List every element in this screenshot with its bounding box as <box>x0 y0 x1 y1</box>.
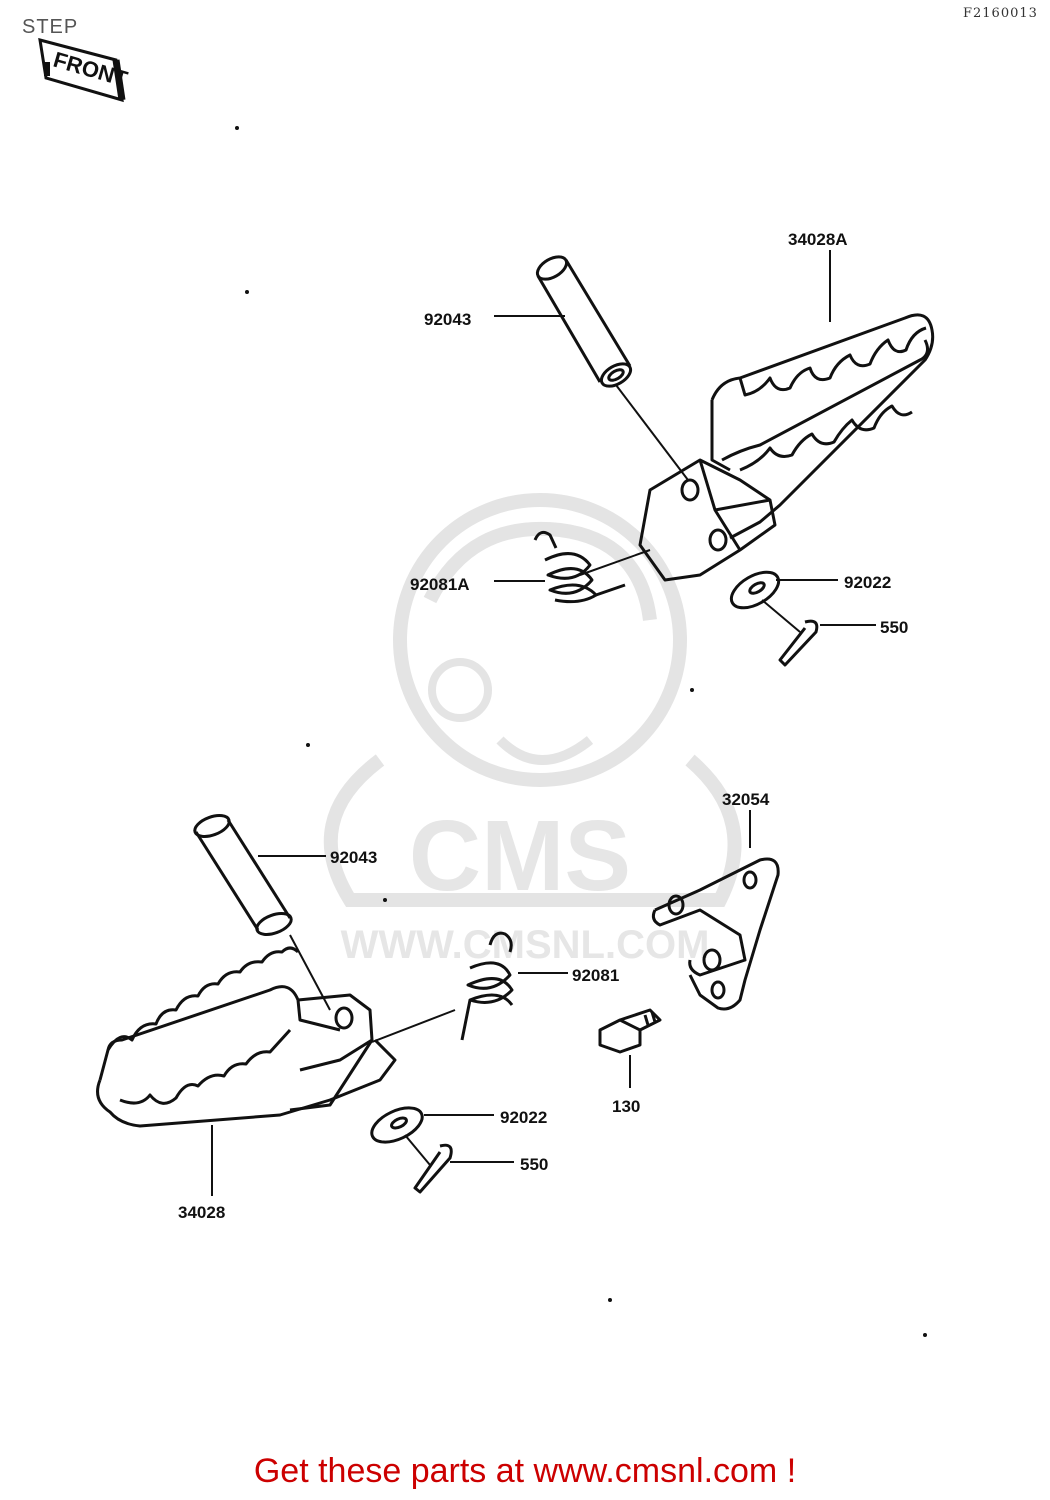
page-title: STEP <box>22 16 79 38</box>
callout-92081: 92081 <box>572 966 619 985</box>
callout-550-lower: 550 <box>520 1155 548 1174</box>
callout-92081a: 92081A <box>410 575 470 594</box>
watermark-brand: CMS <box>409 800 631 912</box>
diagram-code: F2160013 <box>963 6 1038 21</box>
lower-footpeg-assembly <box>96 814 780 1194</box>
scan-specks <box>235 126 927 1337</box>
mounting-bracket <box>651 857 780 1011</box>
cotter-pin-upper <box>778 619 819 667</box>
callout-92022-lower: 92022 <box>500 1108 547 1127</box>
footpeg-upper <box>638 313 935 582</box>
callout-92043-upper: 92043 <box>424 310 471 329</box>
bolt <box>598 1008 662 1054</box>
cms-watermark <box>323 493 742 907</box>
return-spring-lower <box>460 931 514 1041</box>
cotter-pin-lower <box>413 1143 453 1194</box>
promo-link[interactable]: Get these parts at www.cmsnl.com ! <box>253 1452 797 1490</box>
watermark-url: WWW.CMSNL.COM <box>341 923 710 967</box>
callout-34028a: 34028A <box>788 230 848 249</box>
return-spring-upper <box>533 530 626 604</box>
pivot-pin-lower <box>193 814 293 936</box>
callout-labels: 34028A 92043 92081A 92022 550 32054 9204… <box>178 230 908 1222</box>
callout-550-upper: 550 <box>880 618 908 637</box>
callout-leaders <box>211 250 876 1196</box>
callout-32054: 32054 <box>722 790 770 809</box>
upper-footpeg-assembly <box>533 255 935 667</box>
callout-130: 130 <box>612 1097 640 1116</box>
callout-92022-upper: 92022 <box>844 573 891 592</box>
callout-34028: 34028 <box>178 1203 225 1222</box>
pivot-pin-upper <box>535 255 633 388</box>
washer-upper <box>729 570 781 610</box>
callout-92043-lower: 92043 <box>330 848 377 867</box>
footpeg-lower <box>96 946 397 1128</box>
front-arrow-marker: FRONT <box>38 37 131 103</box>
washer-lower <box>370 1106 424 1144</box>
